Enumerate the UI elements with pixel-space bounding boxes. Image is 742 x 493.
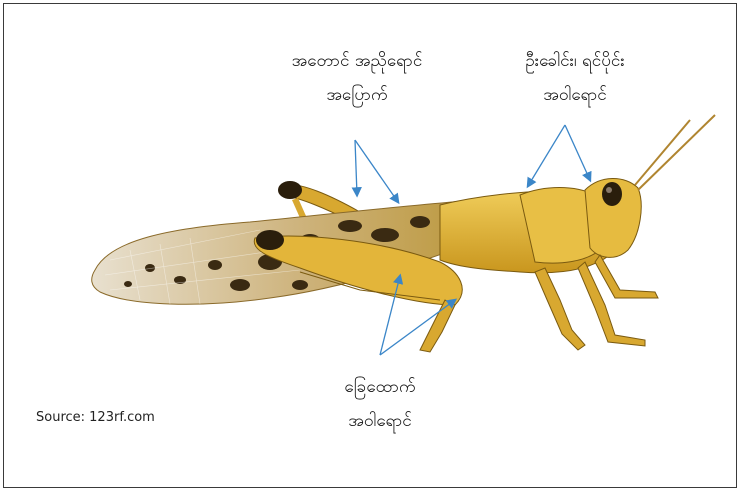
head [585,115,715,257]
wing-label-line1: အတောင် အညိုရောင် [262,44,452,78]
antenna [635,120,690,185]
leg-label-line2: အဝါရောင် [310,404,450,438]
wing-label: အတောင် အညိုရောင် အပြောက် [262,44,452,112]
body [440,188,610,273]
source-credit: Source: 123rf.com [36,410,155,425]
head-thorax-label-line1: ဦးခေါင်း၊ ရင်ပိုင်း [490,44,660,78]
wing-label-line2: အပြောက် [262,78,452,112]
leg-label-line1: ခြေထောက် [310,370,450,404]
leg-label: ခြေထောက် အဝါရောင် [310,370,450,438]
eye [602,182,622,206]
head-thorax-label-line2: အဝါရောင် [490,78,660,112]
head-thorax-label: ဦးခေါင်း၊ ရင်ပိုင်း အဝါရောင် [490,44,660,112]
